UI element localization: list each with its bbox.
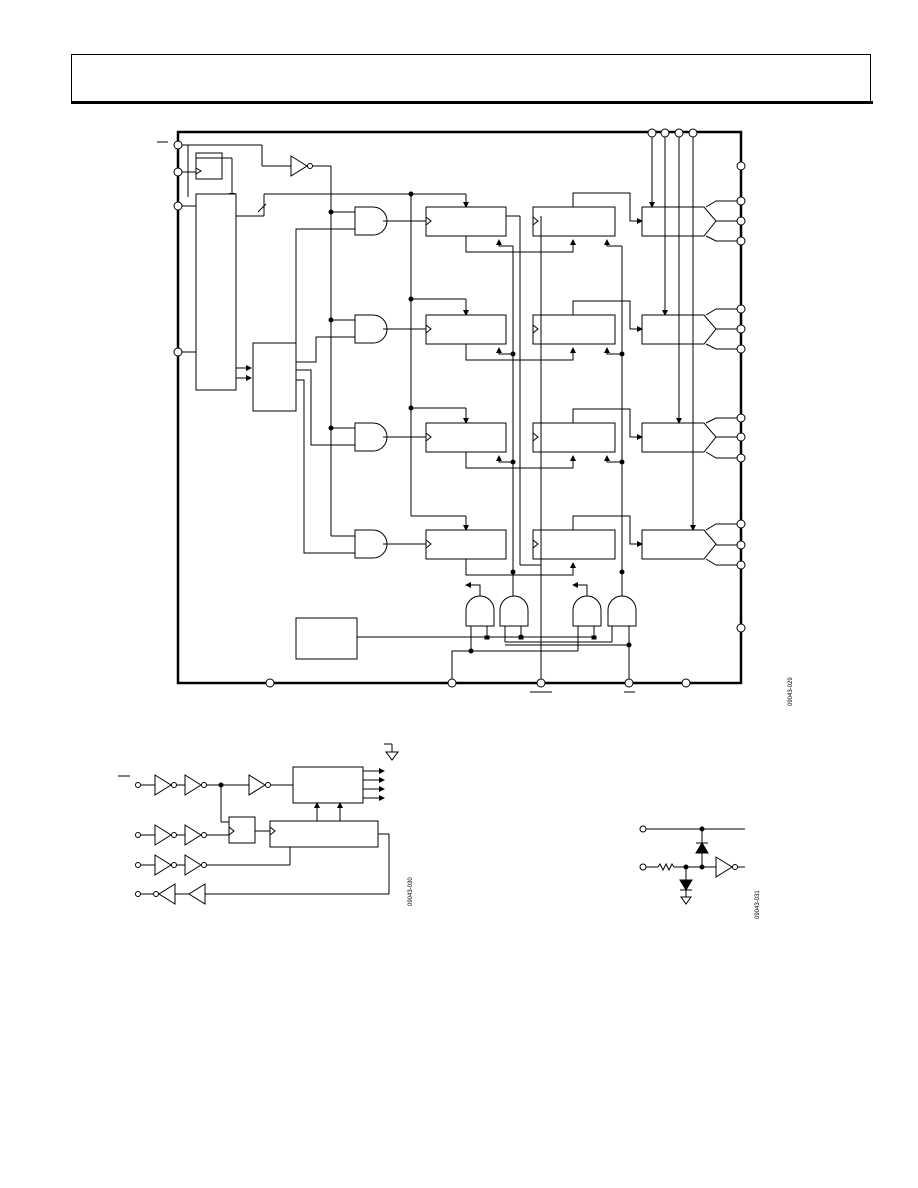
pin-right-b3 [736, 344, 746, 354]
and-gate-4 [354, 529, 388, 559]
dac-c [641, 422, 717, 453]
input-register-3 [425, 422, 507, 453]
figure-code-1: 09043-029 [788, 677, 794, 706]
equivalent-input-circuit [639, 825, 745, 905]
pin-right-c2 [736, 432, 746, 442]
input-flipflop [228, 816, 256, 844]
pin-right-a2 [736, 216, 746, 226]
input-latch [195, 152, 223, 180]
pin-bottom-5 [681, 678, 691, 688]
pin-top-ref-3 [674, 128, 684, 138]
dac-register-3 [532, 422, 616, 453]
dac-register-1 [532, 206, 616, 237]
pin-left-4 [173, 347, 183, 357]
ground-symbol [680, 896, 692, 905]
pin-top-ref-2 [660, 128, 670, 138]
shift-register-block [195, 193, 237, 391]
clear-gate-4 [607, 595, 637, 627]
input-register-2 [425, 314, 507, 345]
pin-top-left-1 [173, 140, 183, 150]
pin-bottom-1 [265, 678, 275, 688]
header-rule [71, 101, 873, 104]
pin-right-d3 [736, 560, 746, 570]
and-gate-1 [354, 206, 388, 236]
pin-right-c3 [736, 453, 746, 463]
figure-code-3: 09043-031 [755, 890, 761, 919]
and-gate-3 [354, 422, 388, 452]
pin-top-left-2 [173, 167, 183, 177]
clear-gate-1 [465, 595, 495, 627]
pin-right-b1 [736, 304, 746, 314]
pin-right-0 [736, 161, 746, 171]
figure-code-2: 09043-030 [408, 877, 414, 906]
pin-top-ref-4 [688, 128, 698, 138]
clear-gate-3 [572, 595, 602, 627]
inverter-buffer [290, 155, 308, 177]
pin-right-b2 [736, 324, 746, 334]
pin-right-last [736, 623, 746, 633]
pin-bottom-2 [447, 678, 457, 688]
clock-mark [195, 167, 202, 175]
pin-right-a3 [736, 236, 746, 246]
clamp-diode-lower [679, 879, 693, 891]
functional-block-diagram [157, 128, 746, 693]
pin-right-d2 [736, 540, 746, 550]
dac-register-4 [532, 529, 616, 560]
clear-gate-2 [499, 595, 529, 627]
clamp-diode-upper [695, 842, 709, 854]
pin-top-ref-1 [647, 128, 657, 138]
dac-d [641, 529, 717, 560]
power-on-reset-block [295, 617, 358, 660]
input-buffer [715, 856, 733, 878]
and-gate-2 [354, 314, 388, 344]
input-resistor [657, 862, 675, 872]
bus-slash [257, 203, 267, 213]
input-register-4 [425, 529, 507, 560]
pin-right-c1 [736, 413, 746, 423]
control-logic-block [292, 766, 364, 804]
pin-bottom-4 [624, 678, 634, 688]
dac-register-2 [532, 314, 616, 345]
pin-bottom-3 [536, 678, 546, 688]
pin-top-left-3 [173, 201, 183, 211]
input-register-1 [425, 206, 507, 237]
shift-register [269, 820, 379, 848]
interface-block-diagram [118, 743, 399, 905]
address-decoder [252, 342, 297, 412]
pin-right-a1 [736, 196, 746, 206]
pin-right-d1 [736, 519, 746, 529]
